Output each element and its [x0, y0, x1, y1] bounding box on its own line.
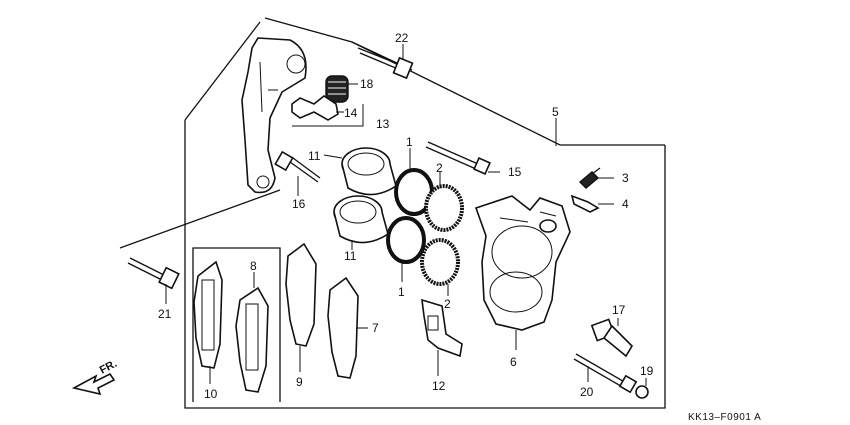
dust-seal-lower [420, 238, 460, 286]
callout-labels: 22 18 14 13 5 11 1 2 15 3 4 16 11 1 2 8 … [158, 31, 654, 401]
mounting-bolt [357, 47, 414, 80]
bleeder-valve [578, 167, 601, 189]
callout-10: 10 [204, 387, 218, 401]
callout-12: 12 [432, 379, 446, 393]
callout-5: 5 [552, 105, 559, 119]
figure-code: KK13–F0901 A [688, 412, 761, 423]
callout-2-upper: 2 [436, 161, 443, 175]
caliper-body [474, 195, 571, 331]
piston-seal-lower [386, 216, 426, 264]
piston-upper [341, 147, 397, 196]
callout-19: 19 [640, 364, 654, 378]
dust-seal-upper [424, 184, 464, 232]
callout-1-upper: 1 [406, 135, 413, 149]
callout-1-lower: 1 [398, 285, 405, 299]
caliper-pin [590, 318, 634, 358]
pad-shim-outer [327, 276, 359, 379]
callout-9: 9 [296, 375, 303, 389]
bracket-bolt [127, 257, 180, 290]
front-direction-label: FR. [98, 358, 119, 377]
callout-20: 20 [580, 385, 594, 399]
callout-11-upper: 11 [308, 149, 321, 163]
slide-pin [425, 141, 491, 175]
callout-3: 3 [622, 171, 629, 185]
callout-13: 13 [376, 117, 390, 131]
callout-11-lower: 11 [344, 249, 357, 263]
caliper-bracket [241, 37, 307, 194]
callout-22: 22 [395, 31, 409, 45]
pad-pin [573, 353, 638, 394]
assembly-outline [119, 17, 666, 409]
callout-2-lower: 2 [444, 297, 451, 311]
pad-spring [291, 95, 339, 121]
callout-21: 21 [158, 307, 172, 321]
pin-clip [635, 385, 649, 399]
callout-18: 18 [360, 77, 374, 91]
bleeder-cap [570, 194, 600, 213]
brake-pad-outer [235, 286, 269, 393]
brake-pad-inner [193, 260, 223, 369]
callout-17: 17 [612, 303, 626, 317]
pin-boot [325, 75, 349, 103]
piston-lower [333, 195, 389, 244]
pin-bolt [274, 150, 321, 183]
pad-group-outline [192, 247, 281, 402]
pad-retainer [421, 298, 463, 358]
callout-4: 4 [622, 197, 629, 211]
leader-lines [165, 44, 647, 386]
callout-14: 14 [344, 106, 358, 120]
callout-7: 7 [372, 321, 379, 335]
callout-6: 6 [510, 355, 517, 369]
pad-shim-inner [285, 242, 317, 347]
front-direction-arrow: FR. [71, 358, 119, 396]
callout-15: 15 [508, 165, 522, 179]
callout-8: 8 [250, 259, 257, 273]
callout-16: 16 [292, 197, 306, 211]
